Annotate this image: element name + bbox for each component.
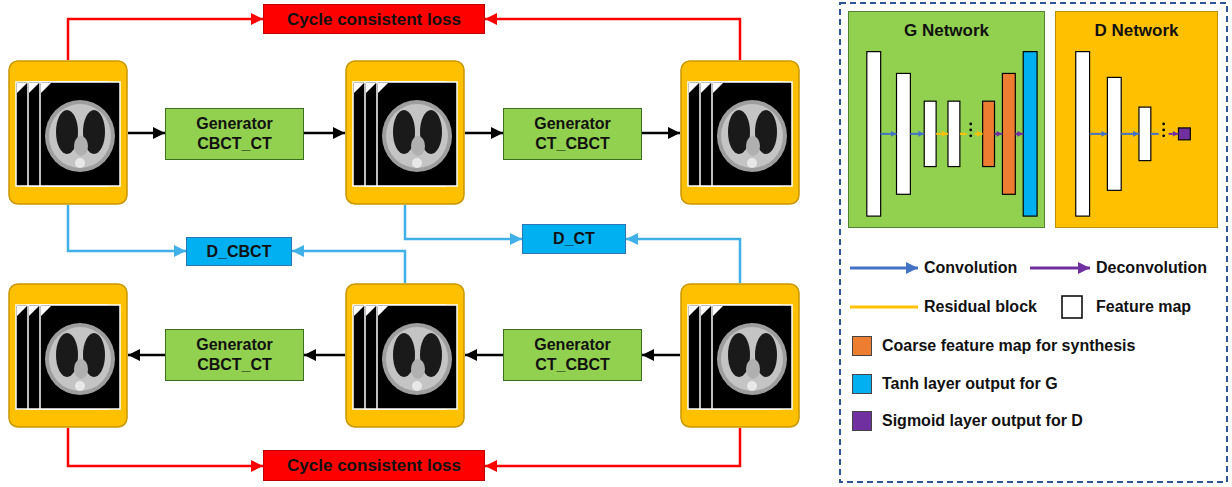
panel-title: D Network — [1056, 20, 1217, 41]
legend-text: Coarse feature map for synthesis — [882, 335, 1135, 357]
legend-text: Feature map — [1096, 296, 1191, 318]
g-network-drawing — [849, 12, 1044, 227]
legend-text: Convolution — [924, 257, 1017, 279]
node-label: Generator CBCT_CT — [172, 335, 297, 375]
node-label: D_CBCT — [207, 242, 272, 262]
node-label: Cycle consistent loss — [287, 455, 461, 476]
image-stack — [346, 284, 464, 427]
discriminator-box: D_CBCT — [186, 237, 292, 266]
image-stack — [9, 61, 127, 204]
generator-box: Generator CT_CBCT — [503, 108, 642, 160]
legend-swatch — [852, 374, 872, 394]
node-label: D_CT — [553, 229, 595, 249]
legend-swatch — [852, 411, 872, 431]
residual-sample — [850, 306, 918, 309]
image-stack — [681, 61, 799, 204]
discriminator-lines — [68, 205, 740, 283]
legend-frame — [840, 3, 1227, 482]
panel-title: G Network — [849, 20, 1044, 41]
loss-box: Cycle consistent loss — [263, 450, 485, 481]
discriminator-box: D_CT — [522, 224, 626, 254]
node-label: Generator CBCT_CT — [172, 114, 297, 154]
legend-text: Deconvolution — [1096, 257, 1207, 279]
deconvolution-sample — [1030, 267, 1090, 270]
network-panel: D Network — [1055, 11, 1218, 228]
node-label: Cycle consistent loss — [287, 9, 461, 30]
image-stack — [9, 284, 127, 427]
feature-map-sample — [1062, 296, 1082, 318]
loss-lines — [68, 19, 740, 466]
generator-box: Generator CBCT_CT — [165, 108, 304, 160]
image-stack — [346, 61, 464, 204]
flow-arrows — [128, 133, 680, 355]
d-network-drawing — [1056, 12, 1217, 227]
legend-swatch — [852, 336, 872, 356]
generator-box: Generator CT_CBCT — [503, 329, 642, 381]
loss-box: Cycle consistent loss — [263, 4, 485, 34]
generator-box: Generator CBCT_CT — [165, 329, 304, 381]
convolution-sample — [850, 267, 918, 270]
legend-text: Sigmoid layer output for D — [882, 410, 1083, 432]
legend-text: Residual block — [924, 296, 1037, 318]
legend-text: Tanh layer output for G — [882, 373, 1058, 395]
node-label: Generator CT_CBCT — [510, 114, 635, 154]
image-stack — [681, 284, 799, 427]
network-panel: G Network — [848, 11, 1045, 228]
node-label: Generator CT_CBCT — [510, 335, 635, 375]
